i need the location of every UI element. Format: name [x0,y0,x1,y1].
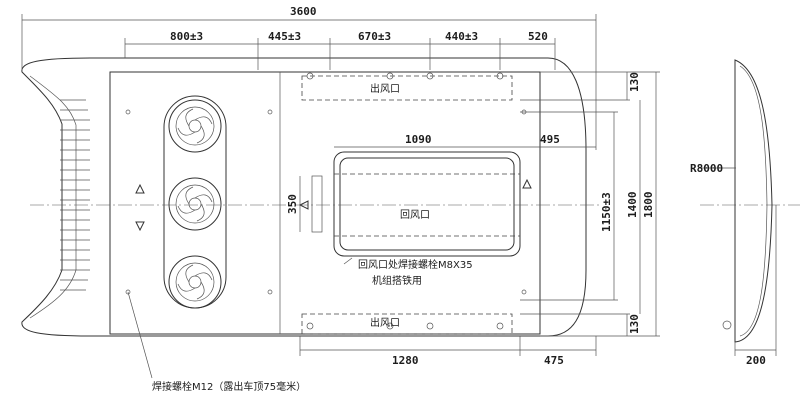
top-dimensions [21,14,597,150]
return-air-opening [311,151,521,257]
label-return-bolt-note-1: 回风口处焊接螺栓M8X35 [358,258,473,271]
right-dimensions [520,71,660,337]
dim-475: 475 [544,354,564,367]
dim-height: 200 [746,354,766,367]
dim-1150: 1150±3 [600,192,613,232]
outlet-bottom [301,313,513,335]
dim-350: 350 [286,194,299,214]
fan-housing [163,95,227,309]
dim-440: 440±3 [445,30,478,43]
bolt-markers [125,109,532,295]
dim-overall-length: 3600 [290,5,317,18]
leader-return-bolt [343,257,353,265]
label-return-bolt-note-2: 机组搭铁用 [372,274,422,287]
grille-slats [60,99,90,291]
fan-2 [168,177,222,231]
dim-130-bottom: 130 [628,314,641,334]
dim-radius: R8000 [690,162,723,175]
inner-dimensions [299,146,597,356]
dim-1280: 1280 [392,354,419,367]
side-profile [700,59,777,356]
dim-495: 495 [540,133,560,146]
dim-1800: 1800 [642,192,655,219]
dim-1090: 1090 [405,133,432,146]
label-outlet-bottom: 出风口 [370,316,400,329]
fan-3 [168,255,222,309]
dim-445: 445±3 [268,30,301,43]
dim-1400: 1400 [626,192,639,219]
dim-670: 670±3 [358,30,391,43]
dim-800: 800±3 [170,30,203,43]
label-weld-bolt-note: 焊接螺栓M12（露出车顶75毫米） [152,380,306,393]
fan-1 [168,99,222,153]
dim-520: 520 [528,30,548,43]
outlet-top [301,72,513,101]
leader-weld-bolt [127,291,153,379]
label-return-air: 回风口 [400,209,430,221]
label-outlet-top: 出风口 [370,82,400,95]
dim-130-top: 130 [628,72,641,92]
